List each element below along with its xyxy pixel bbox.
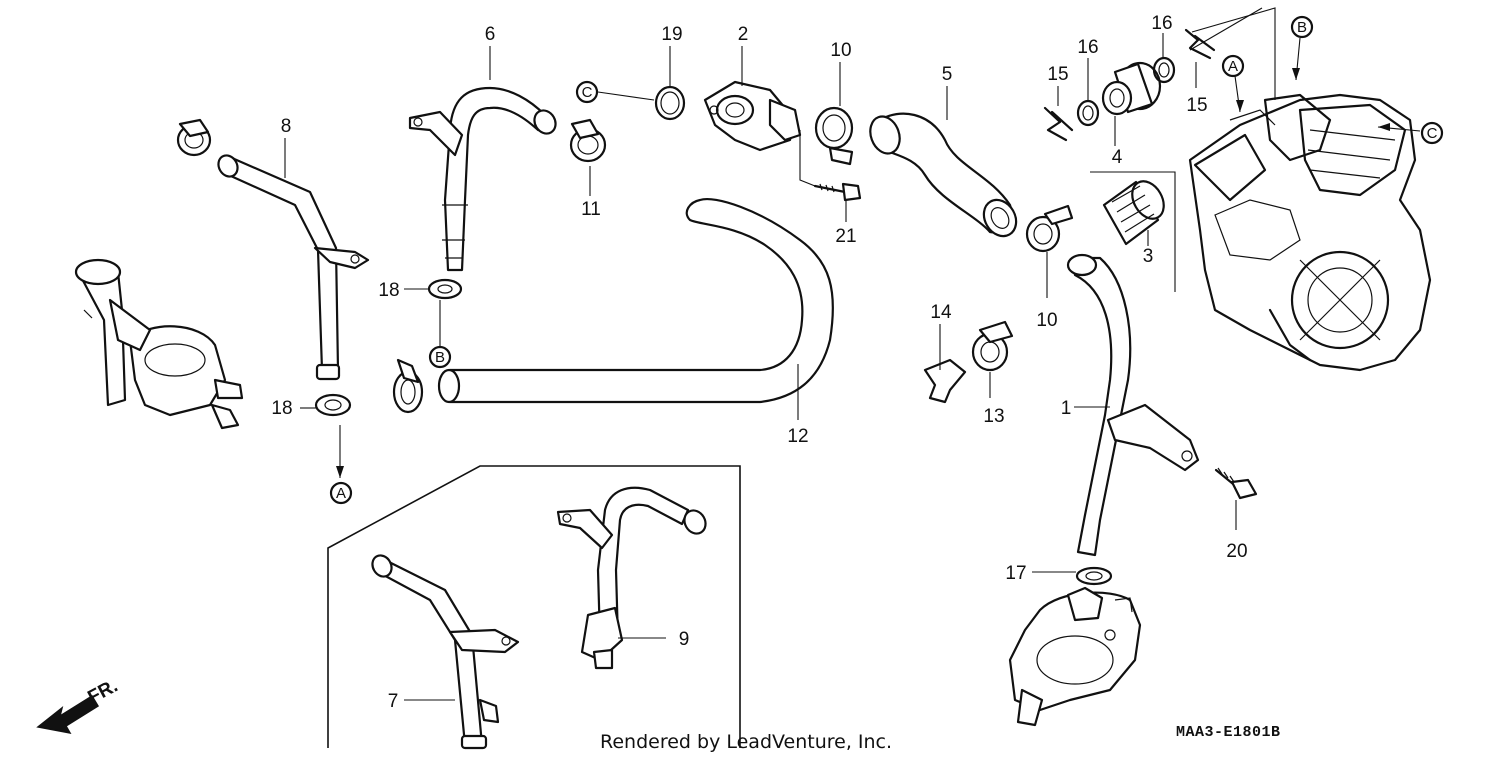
o-ring-part-16-b (1152, 56, 1176, 84)
callout-1: 1 (1061, 398, 1072, 419)
bolt-part-21 (813, 182, 862, 202)
collar-part-4 (1101, 61, 1162, 116)
svg-text:A: A (1228, 58, 1238, 75)
ref-marker-a-bottom: A (329, 481, 353, 505)
callout-15-right: 15 (1186, 95, 1207, 116)
callout-10-right: 10 (1036, 310, 1057, 331)
callout-21: 21 (835, 226, 856, 247)
callout-4: 4 (1112, 147, 1123, 168)
clamp-part-10-b (1025, 204, 1074, 253)
clip-part-15-a (1043, 106, 1074, 142)
callout-19: 19 (661, 24, 682, 45)
pipe-part-6 (408, 86, 557, 272)
hose-part-5 (869, 112, 1018, 238)
svg-text:C: C (1427, 125, 1438, 142)
svg-text:A: A (336, 485, 346, 502)
water-pump-bottom (1008, 586, 1142, 727)
water-pump-left (74, 258, 244, 430)
svg-text:B: B (435, 349, 445, 366)
bolt-part-20 (1214, 467, 1258, 500)
o-ring-part-16-a (1076, 99, 1100, 127)
callout-17: 17 (1005, 563, 1026, 584)
callout-12: 12 (787, 426, 808, 447)
svg-text:B: B (1297, 19, 1307, 36)
callout-numbers: 1 2 3 4 5 6 7 8 9 10 10 11 12 13 14 15 1… (271, 13, 1247, 712)
front-direction-arrow: FR. (36, 676, 121, 735)
callout-18-bottom: 18 (271, 398, 292, 419)
callout-16-left: 16 (1077, 37, 1098, 58)
callout-18-top: 18 (378, 280, 399, 301)
grommet-part-18-a (427, 278, 463, 300)
callout-2: 2 (738, 24, 749, 45)
joint-part-3 (1102, 180, 1165, 246)
pipe-part-7 (371, 554, 520, 750)
reference-markers: C A B C B A (329, 15, 1444, 505)
callout-5: 5 (942, 64, 953, 85)
callout-16-right: 16 (1151, 13, 1172, 34)
clamp-small-top-left (176, 118, 212, 157)
clamp-part-10-a (814, 106, 854, 166)
engine-illustration (1188, 93, 1432, 372)
ref-marker-c-right: C (1420, 121, 1444, 145)
ref-marker-c-left: C (575, 80, 599, 104)
bracket-part-14 (923, 358, 967, 404)
o-ring-part-17 (1075, 566, 1113, 586)
pipe-part-1 (1066, 253, 1200, 557)
clamp-part-13 (971, 320, 1014, 372)
pipe-part-8 (217, 154, 370, 381)
render-credit: Rendered by LeadVenture, Inc. (600, 731, 893, 753)
ref-marker-a-top: A (1221, 54, 1245, 78)
ref-marker-b-top: B (1290, 15, 1314, 39)
callout-8: 8 (281, 116, 292, 137)
clip-part-15-b (1184, 28, 1216, 60)
o-ring-part-19 (654, 85, 686, 121)
ref-marker-b-mid: B (428, 345, 452, 369)
callout-10-top: 10 (830, 40, 851, 61)
alternate-parts-frame (327, 465, 741, 748)
clamp-part-11 (569, 118, 607, 163)
clamp-part-12-end (392, 358, 424, 414)
diagram-code: MAA3-E1801B (1176, 724, 1281, 741)
leader-lines (284, 33, 1421, 701)
callout-3: 3 (1143, 246, 1154, 267)
svg-text:C: C (582, 84, 593, 101)
callout-15-left: 15 (1047, 64, 1068, 85)
callout-9: 9 (679, 629, 690, 650)
callout-7: 7 (388, 691, 399, 712)
grommet-part-18-b (314, 393, 352, 417)
pipe-part-9 (556, 486, 707, 670)
hose-part-12 (437, 198, 834, 404)
leader-arrowheads (336, 68, 1390, 478)
callout-20: 20 (1226, 541, 1247, 562)
callout-6: 6 (485, 24, 496, 45)
cover-part-2 (703, 80, 802, 152)
callout-14: 14 (930, 302, 952, 323)
callout-13: 13 (983, 406, 1004, 427)
callout-11: 11 (581, 199, 601, 220)
